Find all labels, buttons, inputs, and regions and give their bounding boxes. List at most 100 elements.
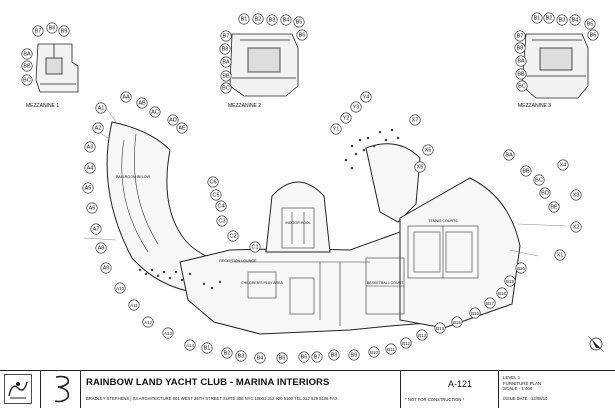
grid-bubble: Y2 [340, 112, 352, 124]
grid-bubble: B7 [32, 25, 44, 37]
grid-bubble: BC [21, 74, 33, 86]
room-label-tennis: TENNIS COURTS [428, 219, 458, 223]
grid-label: BB [522, 168, 530, 174]
grid-bubble-circle [220, 30, 232, 42]
grid-bubble-circle [84, 141, 96, 153]
grid-label: X6 [425, 147, 432, 153]
grid-bubble-circle [516, 80, 528, 92]
grid-bubble: B7 [311, 351, 323, 363]
sheet-scale: SCALE - 1:400 [503, 386, 533, 392]
grid-label: Y1 [333, 126, 340, 132]
grid-bubble-circle [254, 352, 266, 364]
grid-label: Y4 [363, 94, 370, 100]
grid-label: AA [122, 94, 130, 100]
grid-label: B11 [387, 347, 395, 352]
grid-bubble-circle [469, 307, 481, 319]
grid-label: A6 [89, 205, 96, 211]
grid-bubble-circle [293, 16, 305, 28]
grid-bubble: B9 [58, 25, 70, 37]
grid-bubble-circle [503, 149, 515, 161]
grid-bubble-circle [557, 159, 569, 171]
grid-bubble-circle [515, 262, 527, 274]
grid-bubble-circle [176, 122, 188, 134]
grid-label: BA [222, 59, 230, 65]
issue-date: ISSUE DATE : 12/08/10 [503, 396, 548, 401]
grid-bubble-circle [434, 322, 446, 334]
grid-bubble: A8 [95, 242, 107, 254]
grid-bubble: A13 [162, 327, 174, 339]
grid-label: AD [169, 117, 177, 123]
grid-bubble: C4 [215, 200, 227, 212]
grid-bubble-circle [330, 123, 342, 135]
room-label-play-area: CHILDREN'S PLAY AREA [241, 281, 283, 285]
grid-label: X2 [573, 224, 580, 230]
grid-bubble-circle [215, 200, 227, 212]
grid-bubble-circle [227, 230, 239, 242]
mezzanine-3-title: MEZZANINE 3 [518, 103, 551, 109]
grid-label: B7 [314, 354, 321, 360]
grid-bubble: A3 [84, 141, 96, 153]
grid-bubble-circle [220, 82, 232, 94]
grid-bubble: B13 [416, 329, 428, 341]
grid-label: Y2 [343, 115, 350, 121]
grid-label: B15 [453, 320, 461, 325]
club-logo-icon [4, 374, 32, 404]
grid-bubble-circle [543, 12, 555, 24]
grid-bubble: C5 [210, 189, 222, 201]
grid-label: BA [517, 58, 525, 64]
grid-bubble-circle [238, 13, 250, 25]
grid-bubble: X5 [414, 161, 426, 173]
mezzanine-2-title: MEZZANINE 2 [228, 103, 261, 109]
sheet-type: FURNITURE PLAN [503, 380, 542, 386]
grid-bubble-circle [385, 343, 397, 355]
grid-label: A3 [87, 144, 94, 150]
grid-label: B7 [517, 33, 524, 39]
grid-bubble: X4 [557, 159, 569, 171]
grid-label: BA [505, 152, 513, 158]
grid-bubble-circle [46, 22, 58, 34]
grid-label: BB [23, 63, 31, 69]
grid-bubble: BB [21, 60, 33, 72]
firm-address: BRADLEY STEPHENS | S3 ARCHITECTURE 601 W… [86, 396, 338, 401]
grid-label: C5 [212, 192, 219, 198]
grid-bubble: BB [220, 70, 232, 82]
grid-bubble-circle [184, 339, 196, 351]
mezzanine-1-title: MEZZANINE 1 [26, 103, 59, 109]
grid-label: B1 [534, 15, 541, 21]
grid-bubble: Y4 [360, 91, 372, 103]
grid-bubble: B9 [348, 349, 360, 361]
grid-bubble: B8 [46, 22, 58, 34]
grid-bubble-circle [149, 106, 161, 118]
title-separator [400, 371, 401, 408]
grid-bubble-circle [360, 91, 372, 103]
grid-bubble: B3 [266, 14, 278, 26]
grid-bubble-circle [82, 182, 94, 194]
grid-bubble-circle [92, 122, 104, 134]
grid-label: BC [222, 85, 230, 91]
grid-label: BE [550, 204, 558, 210]
mezzanine-3-plan [521, 33, 589, 99]
s3-monogram-icon [54, 375, 70, 403]
grid-bubble: C2 [227, 230, 239, 242]
sheet-number: A-121 [448, 379, 473, 389]
grid-bubble-circle [531, 12, 543, 24]
mezzanine-1-plan [35, 43, 79, 93]
grid-bubble-circle [350, 101, 362, 113]
grid-label: Y3 [353, 104, 360, 110]
grid-label: A14 [186, 343, 194, 348]
grid-bubble: C3 [216, 215, 228, 227]
grid-bubble-circle [340, 112, 352, 124]
grid-bubble-circle [142, 316, 154, 328]
grid-bubble-circle [400, 337, 412, 349]
grid-label: A10 [116, 286, 124, 291]
grid-bubble-circle [484, 297, 496, 309]
grid-label: C1 [251, 244, 258, 250]
grid-bubble-circle [167, 114, 179, 126]
grid-bubble: B19 [504, 275, 516, 287]
sheet-level: LEVEL 1 [503, 375, 521, 380]
grid-label: C4 [217, 203, 224, 209]
grid-bubble: C6 [207, 176, 219, 188]
grid-bubble: B4 [254, 352, 266, 364]
